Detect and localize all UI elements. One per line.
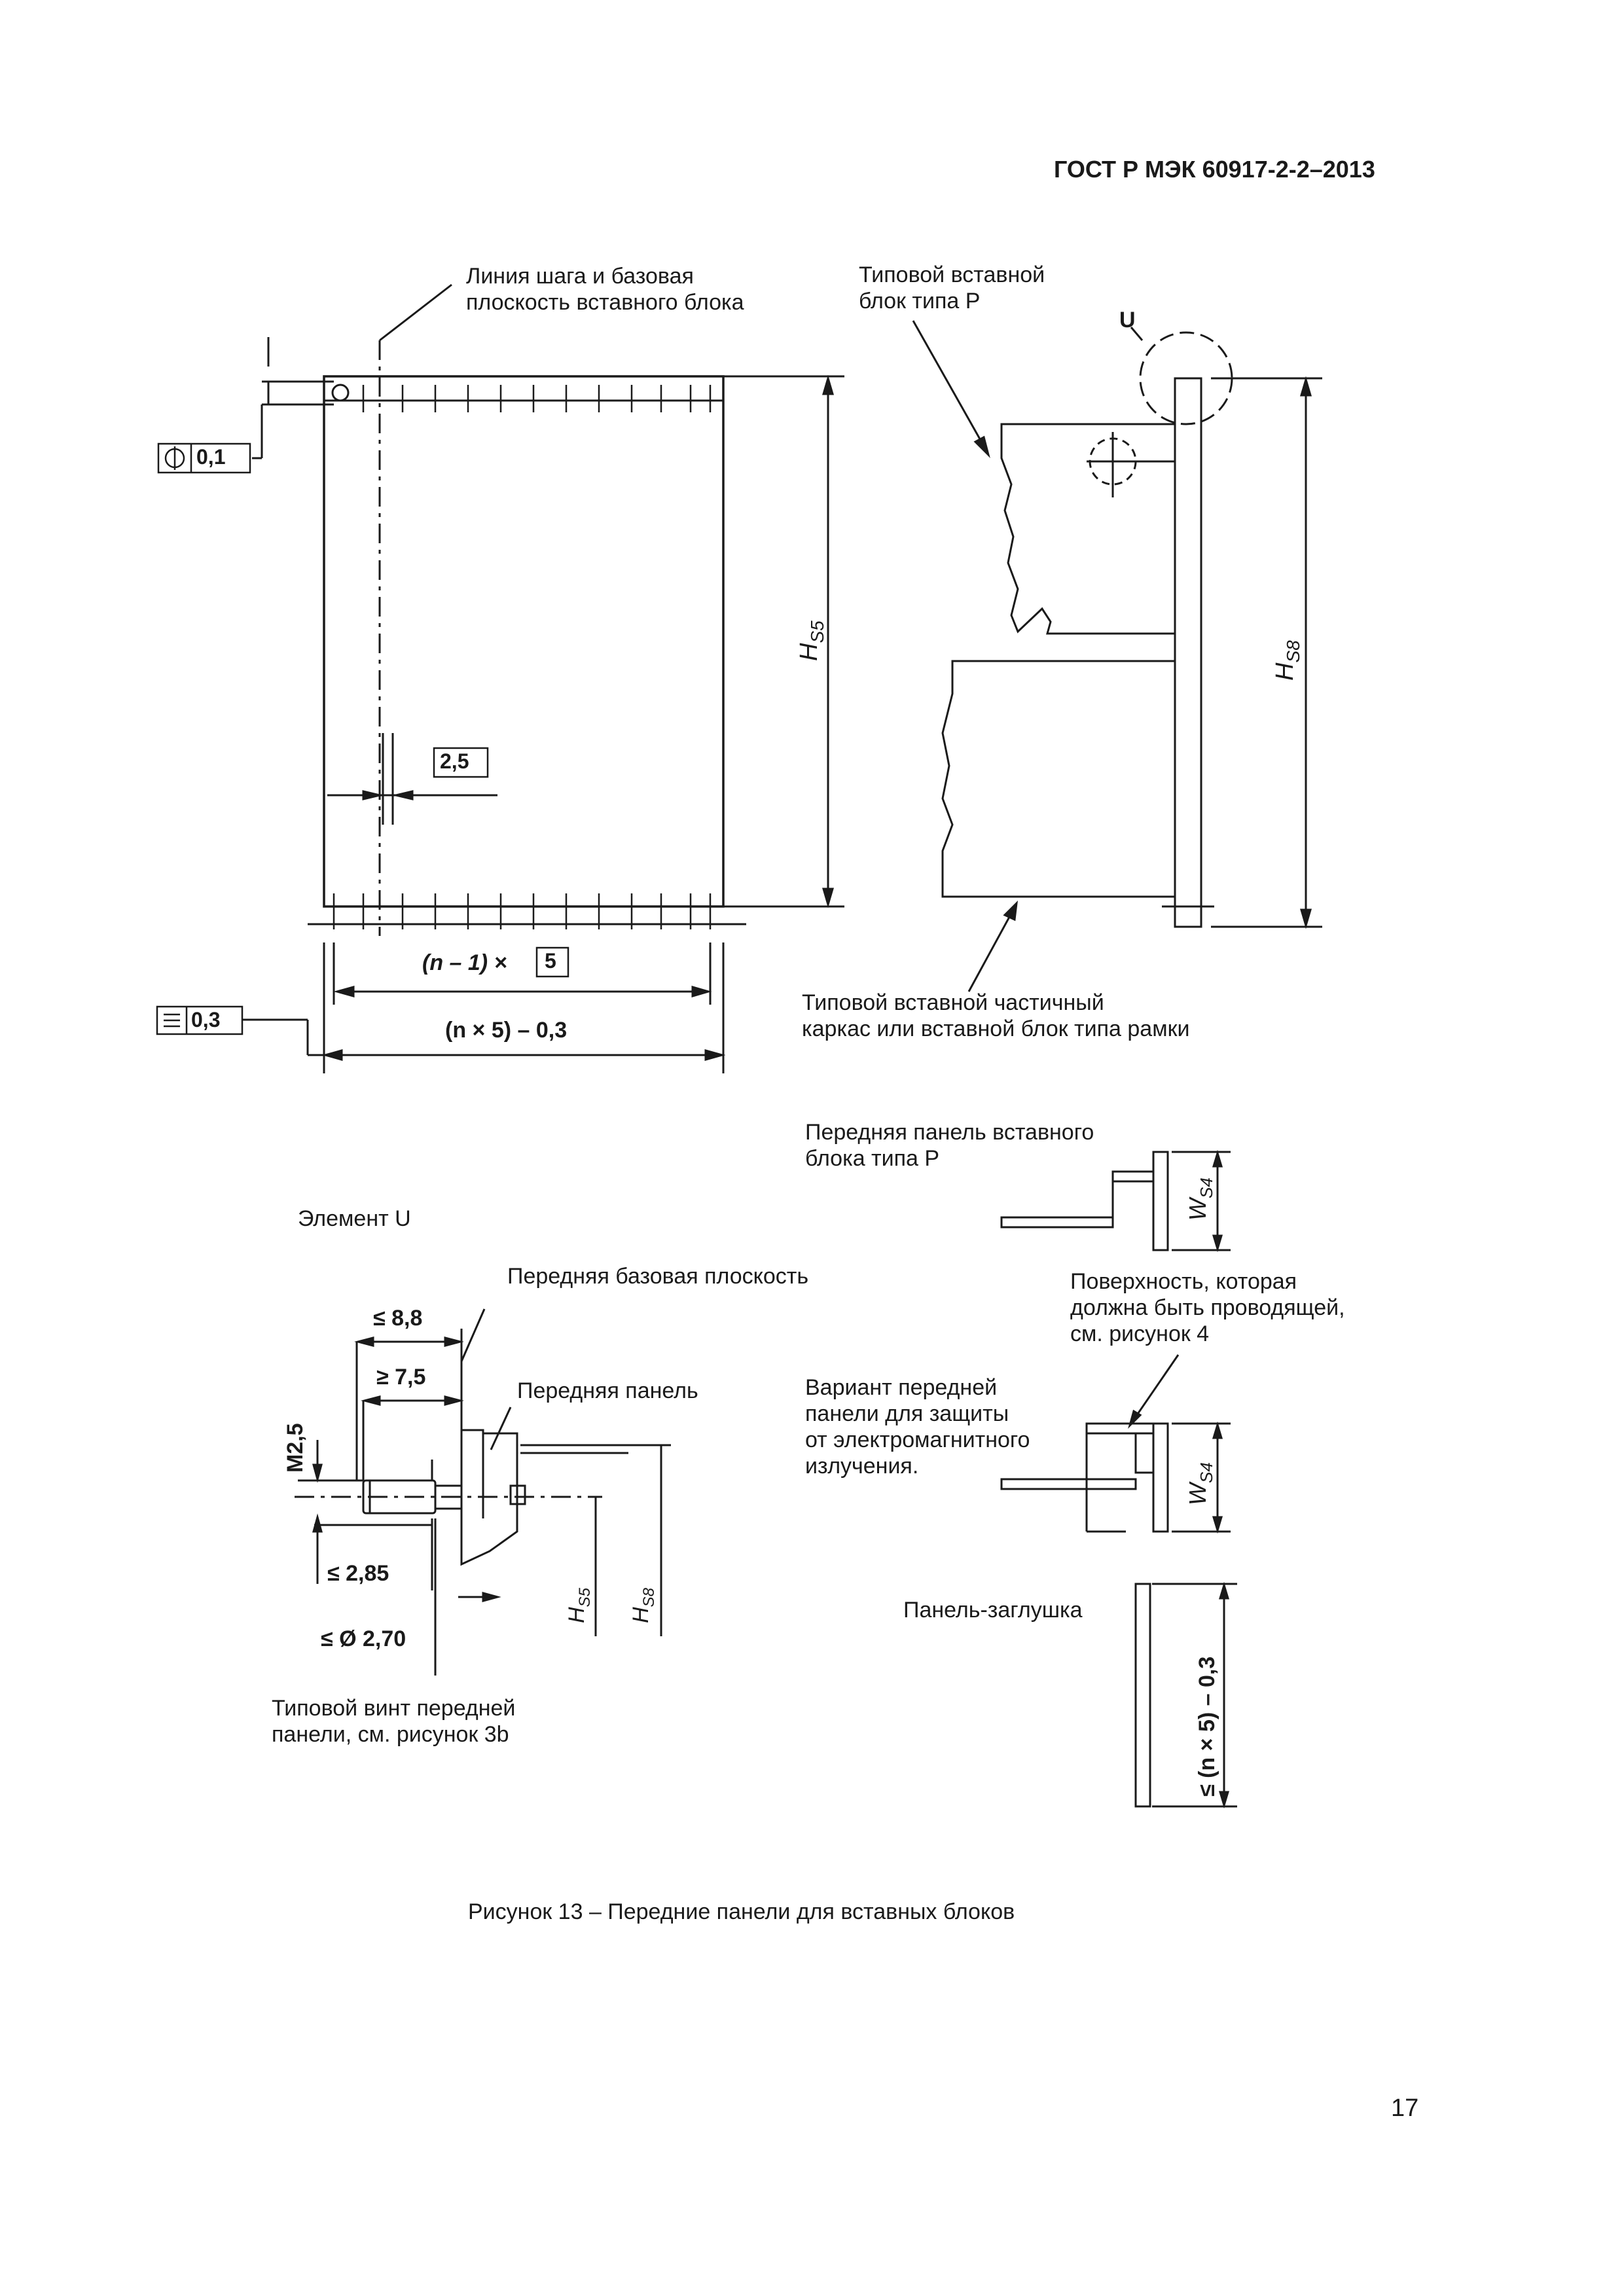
- dim-ge-7-5: ≥ 7,5: [376, 1365, 426, 1390]
- emi-label-1: Вариант передней: [805, 1375, 998, 1400]
- dim-le-dia-2-70: ≤ Ø 2,70: [321, 1626, 406, 1651]
- emi-label-2: панели для защиты: [805, 1401, 1009, 1426]
- hs8-label: HS8: [1271, 640, 1303, 681]
- dim-n-1: (n – 1) ×: [422, 950, 507, 975]
- position-tolerance-frame: [157, 442, 251, 474]
- position-tolerance-value: 0,1: [196, 445, 226, 469]
- element-u-detail: [295, 1308, 671, 1676]
- conductive-label-3: см. рисунок 4: [1070, 1321, 1210, 1346]
- dim-2-5: 2,5: [440, 749, 469, 773]
- pitch-line-label-2: плоскость вставного блока: [466, 290, 744, 315]
- pitch-line-label-1: Линия шага и базовая: [466, 264, 694, 289]
- ws4-label-emi: WS4: [1184, 1462, 1216, 1505]
- conductive-label-1: Поверхность, которая: [1070, 1269, 1297, 1294]
- front-view: [242, 283, 844, 1073]
- screw-label-1: Типовой винт передней: [272, 1696, 516, 1721]
- front-panel-label: Передняя панель: [517, 1378, 698, 1403]
- panel-emi-profile: [1000, 1354, 1231, 1534]
- subrack-label-2: каркас или вставной блок типа рамки: [802, 1016, 1190, 1041]
- hole-marks-bottom: [333, 893, 712, 929]
- flatness-tolerance-frame: [156, 1005, 244, 1035]
- element-u-title: Элемент U: [298, 1206, 411, 1231]
- ws4-label-p: WS4: [1184, 1177, 1216, 1221]
- panel-p-profile: [1000, 1149, 1231, 1253]
- hole-marks-top: [353, 385, 712, 412]
- flatness-tolerance-value: 0,3: [191, 1008, 221, 1031]
- document-header: ГОСТ Р МЭК 60917-2-2–2013: [1054, 156, 1375, 183]
- box-5: [535, 946, 569, 978]
- hs8-detail-label: HS8: [628, 1587, 658, 1623]
- m25-label: M2,5: [283, 1423, 308, 1473]
- blank-panel-profile: [1134, 1581, 1237, 1809]
- front-panel-p-label-2: блока типа P: [805, 1146, 940, 1171]
- dim-n-5: (n × 5) – 0,3: [445, 1018, 568, 1043]
- subrack-label-1: Типовой вставной частичный: [802, 990, 1104, 1015]
- conductive-label-2: должна быть проводящей,: [1070, 1295, 1345, 1320]
- emi-label-3: от электромагнитного: [805, 1427, 1030, 1452]
- figure-caption: Рисунок 13 – Передние панели для вставны…: [468, 1899, 1015, 1924]
- side-view: [912, 320, 1322, 992]
- blank-panel-label: Панель-заглушка: [903, 1598, 1083, 1623]
- hs5-label: HS5: [795, 620, 827, 661]
- front-datum-label: Передняя базовая плоскость: [507, 1264, 809, 1289]
- dim-le-2-85: ≤ 2,85: [327, 1561, 389, 1586]
- typical-unit-label-1: Типовой вставной: [859, 262, 1045, 287]
- hs5-detail-label: HS5: [564, 1587, 594, 1623]
- box-25: [433, 747, 489, 778]
- front-panel-p-label-1: Передняя панель вставного: [805, 1120, 1094, 1145]
- blank-panel-dim-label: ≤ (n × 5) – 0,3: [1195, 1657, 1219, 1797]
- typical-unit-label-2: блок типа P: [859, 289, 981, 314]
- dim-le-8-8: ≤ 8,8: [373, 1306, 423, 1331]
- emi-label-4: излучения.: [805, 1454, 919, 1479]
- screw-label-2: панели, см. рисунок 3b: [272, 1722, 509, 1747]
- u-marker: U: [1119, 308, 1136, 332]
- page-number: 17: [1391, 2094, 1419, 2122]
- dim-n-1-box: 5: [545, 949, 556, 973]
